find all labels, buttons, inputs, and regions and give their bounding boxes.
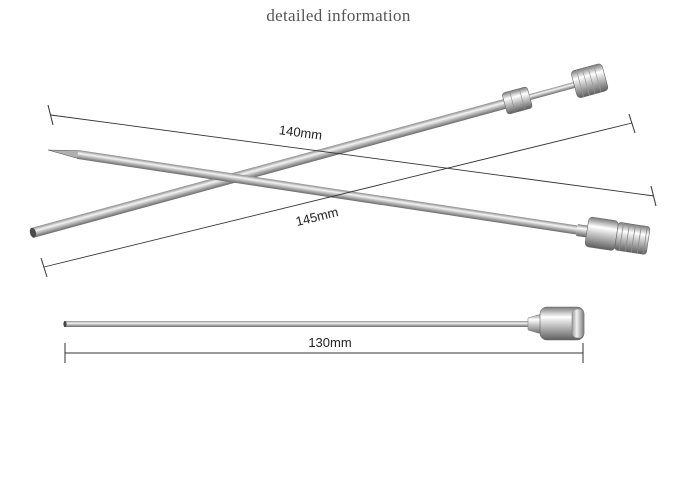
needle-shaft [30, 99, 507, 238]
needle-neck [576, 224, 588, 238]
needle-tube-opening [29, 227, 37, 238]
dimension-line-130mm: 130mm [64, 335, 584, 363]
dimension-label-145mm: 145mm [294, 204, 340, 229]
dimension-label-140mm: 140mm [278, 122, 323, 143]
needle-130mm [63, 306, 585, 341]
dimension-line-140mm: 140mm [47, 104, 657, 207]
hex-collar [502, 86, 533, 115]
needle-shaft [64, 321, 534, 327]
dimension-label-130mm: 130mm [308, 335, 351, 350]
needle-tube-opening [63, 321, 67, 327]
needle-shaft [76, 150, 578, 235]
needle-bevel-tip [47, 149, 81, 160]
page-title: detailed information [266, 6, 411, 25]
needle-140mm [29, 63, 609, 238]
knurled-cap [571, 63, 609, 98]
round-hub [539, 306, 585, 341]
needle-145mm [47, 149, 651, 255]
needle-connector [528, 82, 575, 100]
threaded-hub [584, 216, 651, 255]
